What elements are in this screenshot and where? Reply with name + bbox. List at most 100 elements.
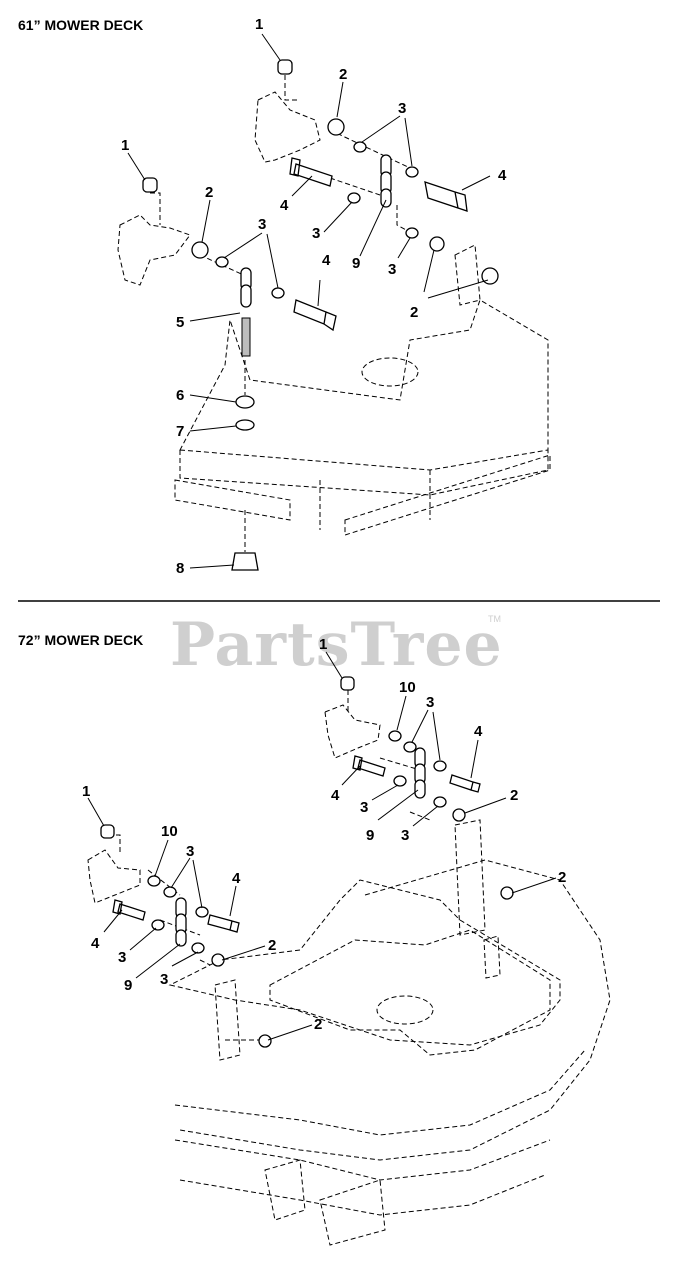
deck-72-hitch: [264, 1159, 386, 1246]
callout-72-3e: 3: [118, 949, 126, 966]
section-title-72: 72” MOWER DECK: [18, 632, 143, 648]
callout-61-2b: 2: [205, 184, 213, 201]
callout-72-3f: 3: [160, 971, 168, 988]
deck-61-top: [179, 299, 549, 471]
deck-61-right-rail: [344, 454, 551, 536]
bolt-61-lower: [293, 299, 337, 332]
callout-61-2c: 2: [410, 304, 418, 321]
callouts-72: 1 10 3 4 2 4 3 9 3 2 1 10 3 4 4 3 9 3 2 …: [82, 636, 566, 1033]
callout-61-9: 9: [352, 255, 360, 272]
callout-61-1b: 1: [121, 137, 129, 154]
chain-61-link-c: [380, 188, 392, 208]
deck-61-skirt: [179, 450, 549, 496]
callout-61-3c: 3: [312, 225, 320, 242]
washer-61-b: [405, 166, 419, 178]
washer-61-a: [353, 141, 367, 153]
callout-61-8: 8: [176, 560, 184, 577]
washer-61-d: [405, 227, 419, 239]
spacer-72-upper: [388, 730, 402, 742]
callout-72-1b: 1: [82, 783, 90, 800]
section-title-61: 61” MOWER DECK: [18, 17, 143, 33]
callout-61-4b: 4: [280, 197, 289, 214]
deck-72-skirt-2: [174, 1139, 551, 1181]
callout-61-3b: 3: [258, 216, 266, 233]
callout-61-4a: 4: [498, 167, 507, 184]
spacer-72-left: [147, 875, 161, 887]
callout-61-4c: 4: [322, 252, 331, 269]
bolt-61-right: [424, 181, 468, 212]
callout-72-2d: 2: [314, 1016, 322, 1033]
nut-72-left: [100, 824, 115, 839]
assembly-axes-72: [108, 690, 431, 1041]
locknut-72-upper: [452, 808, 466, 822]
washer-72-d: [433, 796, 447, 808]
deck-72-drawing: [87, 676, 611, 1246]
callout-61-3d: 3: [388, 261, 396, 278]
deck-61-drawing: [117, 59, 551, 571]
deck-72-spindle-hole: [376, 995, 434, 1025]
watermark-trademark: TM: [488, 614, 501, 624]
callout-72-4a: 4: [474, 723, 483, 740]
deck-72-top: [168, 879, 561, 1046]
post-72-left: [214, 979, 241, 1061]
deck-72-lower-lip: [179, 1174, 546, 1216]
bracket-upper-61: [254, 91, 321, 163]
callout-72-3c: 3: [401, 827, 409, 844]
callout-72-4d: 4: [91, 935, 100, 952]
locknut-72-right: [500, 886, 514, 900]
chain-72-lower-link-c: [175, 929, 187, 947]
callout-72-4b: 4: [331, 787, 340, 804]
callout-72-2c: 2: [268, 937, 276, 954]
deck-72-shell: [179, 859, 611, 1161]
callout-72-3a: 3: [426, 694, 434, 711]
bolt-72-lower-right: [207, 914, 240, 933]
deck-61-spindle-hole: [361, 357, 419, 387]
deck-72-skirt: [174, 1049, 586, 1136]
washer-61-e: [215, 256, 229, 268]
deck-61-left-rail: [174, 479, 291, 521]
washer-72-g: [151, 919, 165, 931]
bracket-left-61: [117, 214, 191, 286]
callouts-61: 1 2 3 4 1 2 3 4 3 9 4 3 2 5 6 7 8: [121, 16, 507, 577]
post-72-right: [454, 819, 486, 936]
washer-72-e: [163, 886, 177, 898]
callout-61-6: 6: [176, 387, 184, 404]
callout-72-2a: 2: [510, 787, 518, 804]
callout-61-5: 5: [176, 314, 184, 331]
bolt-61-mid: [289, 157, 333, 187]
callout-61-1a: 1: [255, 16, 263, 33]
callout-72-4c: 4: [232, 870, 241, 887]
washer-72-a: [403, 741, 417, 753]
post-right-61: [454, 244, 481, 306]
bracket-upper-72: [324, 704, 381, 759]
chain-72-upper-link-c: [414, 779, 426, 799]
washer-72-c: [393, 775, 407, 787]
callout-72-10b: 10: [161, 823, 178, 840]
locknut-61-mid: [429, 236, 445, 252]
post-72-small: [483, 935, 501, 979]
bracket-left-72: [87, 849, 141, 904]
callout-72-2b: 2: [558, 869, 566, 886]
nut-72-upper: [340, 676, 355, 691]
callout-61-2a: 2: [339, 66, 347, 83]
eyebolt-61-rod: [241, 317, 251, 357]
locknut-61-left: [191, 241, 209, 259]
washer-61-height: [235, 419, 255, 431]
washer-61-c: [347, 192, 361, 204]
chain-61-link-e: [240, 284, 252, 308]
nut-61-height: [235, 395, 255, 409]
callout-72-9b: 9: [124, 977, 132, 994]
bolt-72-lower-left: [112, 899, 146, 921]
bolt-72-upper-right: [449, 774, 481, 793]
leaders-61: [127, 33, 491, 569]
locknut-72-mid: [211, 953, 225, 967]
callout-72-3d: 3: [186, 843, 194, 860]
washer-72-f: [195, 906, 209, 918]
nut-61-left: [142, 177, 158, 193]
nut-61-upper: [277, 59, 293, 75]
locknut-72-left: [258, 1034, 272, 1048]
locknut-61-upper: [327, 118, 345, 136]
leaders-72: [87, 651, 557, 1041]
callout-72-3b: 3: [360, 799, 368, 816]
